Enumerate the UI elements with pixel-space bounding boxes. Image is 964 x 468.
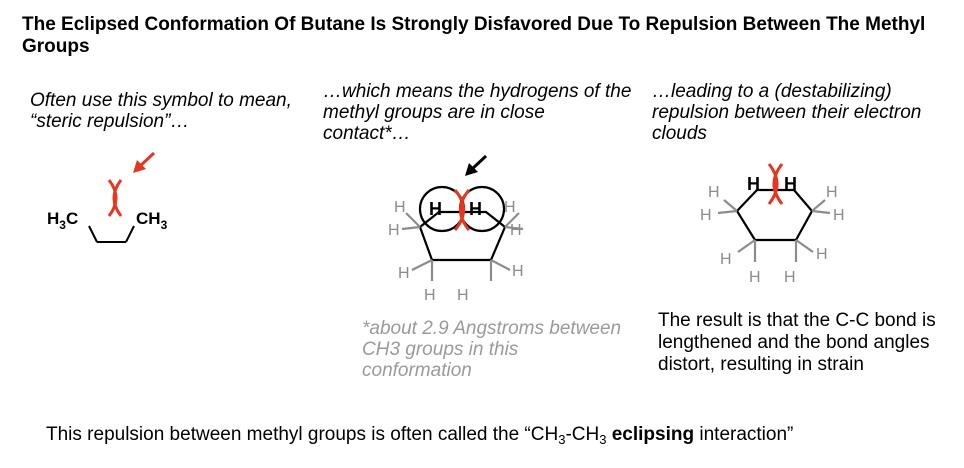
h-atom-right: H <box>469 199 482 219</box>
red-arrow-icon <box>133 151 156 173</box>
svg-text:H: H <box>457 287 469 304</box>
butane-skeleton <box>88 225 135 243</box>
svg-text:H: H <box>424 287 436 304</box>
svg-text:H: H <box>504 199 516 216</box>
bottom-caption: This repulsion between methyl groups is … <box>46 424 794 447</box>
h-atom-left: H <box>429 199 442 219</box>
h3c-label: H3C <box>47 209 78 232</box>
svg-text:H: H <box>816 246 828 263</box>
svg-text:H: H <box>708 184 720 201</box>
distance-footnote: *about 2.9 Angstroms between CH3 groups … <box>362 318 622 381</box>
steric-repulsion-icon <box>107 179 123 217</box>
svg-text:H: H <box>388 222 400 239</box>
black-arrow-icon <box>465 154 488 176</box>
svg-text:H: H <box>826 184 838 201</box>
svg-text:H: H <box>398 265 410 282</box>
gray-h-labels: H H H H H H H H <box>700 184 845 286</box>
panel2-caption: …which means the hydrogens of the methyl… <box>323 81 632 144</box>
gray-h-bonds <box>401 212 524 281</box>
panel3-caption: …leading to a (destabilizing) repulsion … <box>652 81 922 144</box>
svg-text:H: H <box>512 263 524 280</box>
steric-repulsion-icon <box>767 163 784 205</box>
ch3-label: CH3 <box>136 209 168 232</box>
panel1-caption: Often use this symbol to mean, “steric r… <box>30 90 292 132</box>
eclipsing-term: eclipsing <box>606 424 695 445</box>
svg-text:H: H <box>700 207 712 224</box>
h-atom-right: H <box>784 174 797 194</box>
page-title: The Eclipsed Conformation Of Butane Is S… <box>22 14 926 57</box>
svg-text:H: H <box>749 269 761 286</box>
svg-text:H: H <box>720 251 732 268</box>
result-text: The result is that the C-C bond is lengt… <box>658 310 936 375</box>
steric-repulsion-icon <box>453 189 471 231</box>
gray-h-labels: H H H H H H H H <box>388 199 524 304</box>
h-atom-left: H <box>747 174 760 194</box>
gray-h-bonds <box>717 199 831 262</box>
svg-text:H: H <box>394 199 406 216</box>
svg-text:H: H <box>784 269 796 286</box>
svg-text:H: H <box>833 207 845 224</box>
svg-text:H: H <box>510 222 522 239</box>
